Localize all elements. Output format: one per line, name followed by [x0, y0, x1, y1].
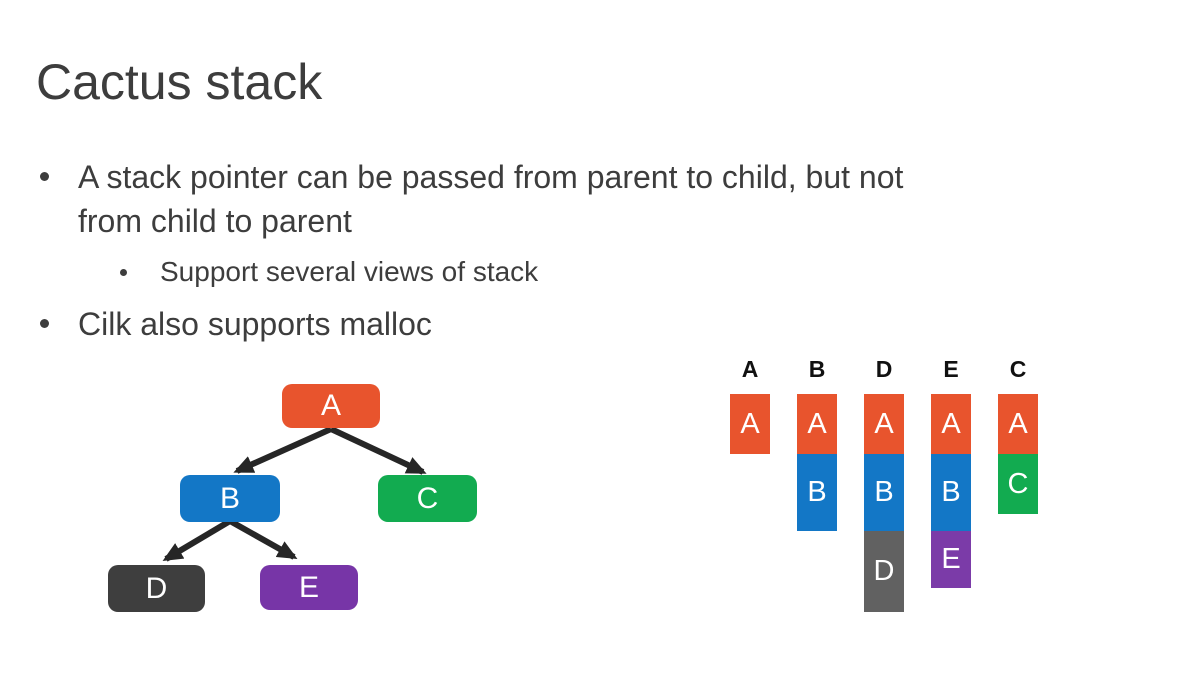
stack-column-b: B A B	[797, 358, 837, 612]
stack-frame: B	[797, 454, 837, 531]
stack-views: A A B A B D A B D E A B E C A C	[730, 358, 1038, 612]
tree-node-a: A	[282, 384, 380, 428]
tree-node-e: E	[260, 565, 358, 610]
stack-column-header: E	[943, 356, 959, 382]
tree-node-label: D	[145, 571, 168, 605]
tree-node-c: C	[378, 475, 477, 522]
bullet-item: A stack pointer can be passed from paren…	[36, 155, 1156, 243]
edge-a-c	[329, 426, 427, 475]
stack-frame: A	[931, 394, 971, 454]
tree-node-b: B	[180, 475, 280, 522]
stack-column-header: D	[875, 356, 893, 382]
stack-frame: A	[730, 394, 770, 454]
sub-bullet-item: Support several views of stack	[120, 254, 538, 290]
page-title: Cactus stack	[36, 54, 323, 110]
stack-frame: A	[797, 394, 837, 454]
edge-b-d	[162, 518, 232, 562]
tree-node-label: B	[219, 481, 240, 515]
stack-column-c: C A C	[998, 358, 1038, 612]
edge-b-e	[228, 518, 298, 560]
tree-node-label: C	[416, 481, 439, 515]
stack-frame: E	[931, 531, 971, 588]
edge-a-b	[233, 426, 333, 474]
stack-column-e: E A B E	[931, 358, 971, 612]
stack-column-header: A	[741, 356, 759, 382]
bullet-dot-icon	[40, 172, 49, 181]
stack-column-header: B	[808, 356, 826, 382]
sub-bullet-text: Support several views of stack	[160, 256, 539, 287]
bullet-text: A stack pointer can be passed from paren…	[78, 159, 904, 239]
tree-node-label: A	[320, 389, 341, 422]
bullet-text: Cilk also supports malloc	[78, 306, 432, 342]
stack-column-d: D A B D	[864, 358, 904, 612]
bullet-dot-icon	[120, 269, 127, 276]
stack-frame: B	[864, 454, 904, 531]
stack-frame: C	[998, 454, 1038, 514]
tree-node-label: E	[298, 570, 319, 604]
stack-frame: A	[864, 394, 904, 454]
stack-frame: D	[864, 531, 904, 612]
stack-column-header: C	[1009, 356, 1027, 382]
stack-frame: A	[998, 394, 1038, 454]
tree-node-d: D	[108, 565, 205, 612]
bullet-dot-icon	[40, 319, 49, 328]
stack-column-a: A A	[730, 358, 770, 612]
bullet-item: Cilk also supports malloc	[36, 302, 432, 346]
stack-frame: B	[931, 454, 971, 531]
